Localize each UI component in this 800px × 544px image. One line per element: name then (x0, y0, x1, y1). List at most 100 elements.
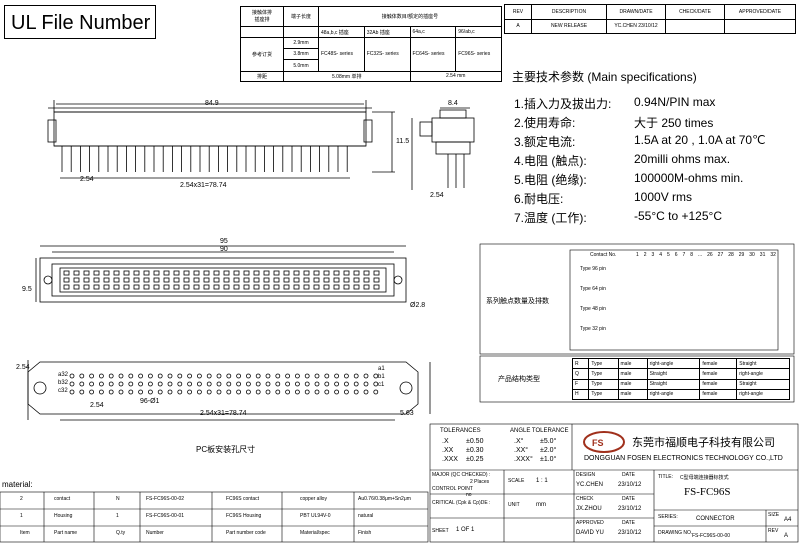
dim-side-width: 8.4 (448, 100, 458, 107)
atol-r3-v: ±1.0° (540, 456, 557, 463)
design-value: YC.CHEN (576, 482, 604, 488)
st-r4c5: female (699, 388, 738, 401)
major-value: 2 Places (470, 479, 490, 485)
dim-b-span: 2.54x31=78.74 (200, 410, 247, 417)
atol-r3-k: .XXX° (514, 456, 533, 463)
spec-label-1: 1.插入力及拔出力: (514, 97, 612, 111)
st-r1c5: female (699, 357, 738, 370)
design-label: DESIGN (576, 472, 596, 478)
st-r3c6: Straight (736, 378, 790, 390)
tol-title: TOLERANCES (440, 428, 481, 434)
scale-value: 1 : 1 (536, 478, 548, 484)
dim-side-height: 11.5 (396, 138, 410, 145)
spec-value-7: -55°C to +125°C (634, 209, 722, 223)
drawing-value: FS-FC96S-00-00 (692, 533, 731, 539)
date-value-1: 23/10/12 (618, 482, 642, 488)
st-r1c6: Straight (736, 357, 790, 370)
company-name-en: DONGGUAN FOSEN ELECTRONICS TECHNOLOGY CO… (584, 455, 783, 462)
tol-r2-v: ±0.30 (466, 447, 484, 454)
rev-value: A (784, 533, 789, 539)
col-29: 29 (738, 252, 745, 258)
check-label: CHECK (576, 496, 594, 502)
st-r2c4: Straight (646, 368, 701, 380)
pitch-single: 5.08mm 单排 (283, 70, 411, 83)
tol-r2-k: .XX (442, 447, 454, 454)
col-6: 6 (674, 252, 678, 258)
scale-label: SCALE (508, 478, 525, 484)
contact-count-label: 接触体数目/额定的插座号 (318, 5, 502, 28)
critical-label: CRITICAL (Cpk & Cp)DE : (432, 500, 491, 506)
st-r3c5: female (699, 378, 738, 390)
contact-count-table: 接触体排插座排 端子长度 接触体数目/额定的插座号 48a,b,c 插座 32A… (240, 5, 502, 83)
spec-label-3: 3.额定电流: (514, 135, 576, 149)
material-label: material: (2, 480, 33, 489)
dim-b-right: 5.63 (400, 410, 414, 417)
specs-title: 主要技术参数 (Main specifications) (512, 70, 697, 84)
st-r4c6: right-angle (736, 388, 790, 401)
date-value-2: 23/10/12 (618, 506, 642, 512)
series-row-64: Type 64 pin (580, 286, 606, 292)
terminal-length-label: 端子长度 (283, 5, 319, 28)
series-label: SERIES: (658, 514, 678, 520)
st-r4c3: male (617, 388, 648, 401)
row-label-a32: a32 (58, 372, 69, 378)
st-r3c4: Straight (646, 378, 701, 390)
spec-value-4: 20milli ohms max. (634, 152, 731, 166)
ul-file-number-box: UL File Number (4, 5, 156, 39)
st-r3c3: male (617, 378, 648, 390)
series-row-32: Type 32 pin (580, 326, 606, 332)
date-label-3: DATE (622, 520, 635, 526)
spec-label-2: 2.使用寿命: (514, 116, 576, 130)
check-value: JX.ZHOU (576, 506, 602, 512)
material-cell: Number (146, 530, 164, 536)
st-r3c2: Type (588, 378, 619, 390)
material-cell: N (116, 496, 120, 502)
st-r3c1: F (571, 378, 590, 390)
col-2: 2 (643, 252, 647, 258)
row-label-c1: c1 (378, 382, 385, 388)
material-cell: natural (358, 513, 374, 519)
st-r4c4: right-angle (646, 388, 701, 401)
material-cell: Part number code (226, 530, 266, 536)
material-cell: Housing (54, 513, 73, 519)
dim-side-pitch: 2.54 (430, 192, 444, 199)
col-32: 32 (770, 252, 776, 258)
series-row-48: Type 48 pin (580, 306, 606, 312)
unit-value: mm (536, 502, 546, 508)
tol-r1-k: .X (442, 438, 449, 445)
row-label-c32: c32 (58, 388, 68, 394)
dim-overall: 95 (220, 238, 228, 245)
date-value-3: 23/10/12 (618, 530, 642, 536)
col-5: 5 (667, 252, 670, 258)
material-cell: 1 (116, 513, 119, 519)
spec-value-3: 1.5A at 20 , 1.0A at 70℃ (634, 133, 766, 147)
spec-value-5: 100000M-ohms min. (634, 171, 744, 185)
material-cell: Item (20, 530, 30, 536)
control-label: CONTROL POINT (432, 486, 473, 492)
sheet-value: 1 OF 1 (456, 527, 475, 533)
col-8: 8 (690, 252, 694, 258)
row-label-b1: b1 (378, 374, 385, 380)
material-cell: copper alloy (300, 496, 327, 502)
revision-table: REV DESCRIPTION DRAWN/DATE CHECK/DATE AP… (504, 4, 796, 34)
col-4: 4 (659, 252, 663, 258)
structure-label: 产品结构类型 (498, 376, 540, 383)
series-cols: 1 2 3 4 5 6 7 8 ... 26 27 28 29 30 31 32 (636, 252, 776, 258)
st-r4c2: Type (588, 388, 619, 401)
material-cell: Part name (54, 530, 78, 536)
dim-inner: 90 (220, 246, 228, 253)
angle-tol-title: ANGLE TOLERANCE (510, 428, 569, 434)
st-r2c6: right-angle (736, 368, 790, 380)
dim-right-dia: Ø2.8 (410, 302, 426, 309)
material-cell: 1 (20, 513, 23, 519)
dim-hole-dia: 96-Ø1 (140, 398, 160, 405)
atol-r1-v: ±5.0° (540, 438, 557, 445)
tol-r1-v: ±0.50 (466, 438, 484, 445)
approved-value (724, 18, 796, 34)
material-cell: Au0.76/0.38μm+Sn2μm (358, 496, 411, 502)
unit-label: UNIT (508, 502, 520, 508)
st-r4c1: H (571, 388, 590, 401)
tol-r3-v: ±0.25 (466, 456, 484, 463)
